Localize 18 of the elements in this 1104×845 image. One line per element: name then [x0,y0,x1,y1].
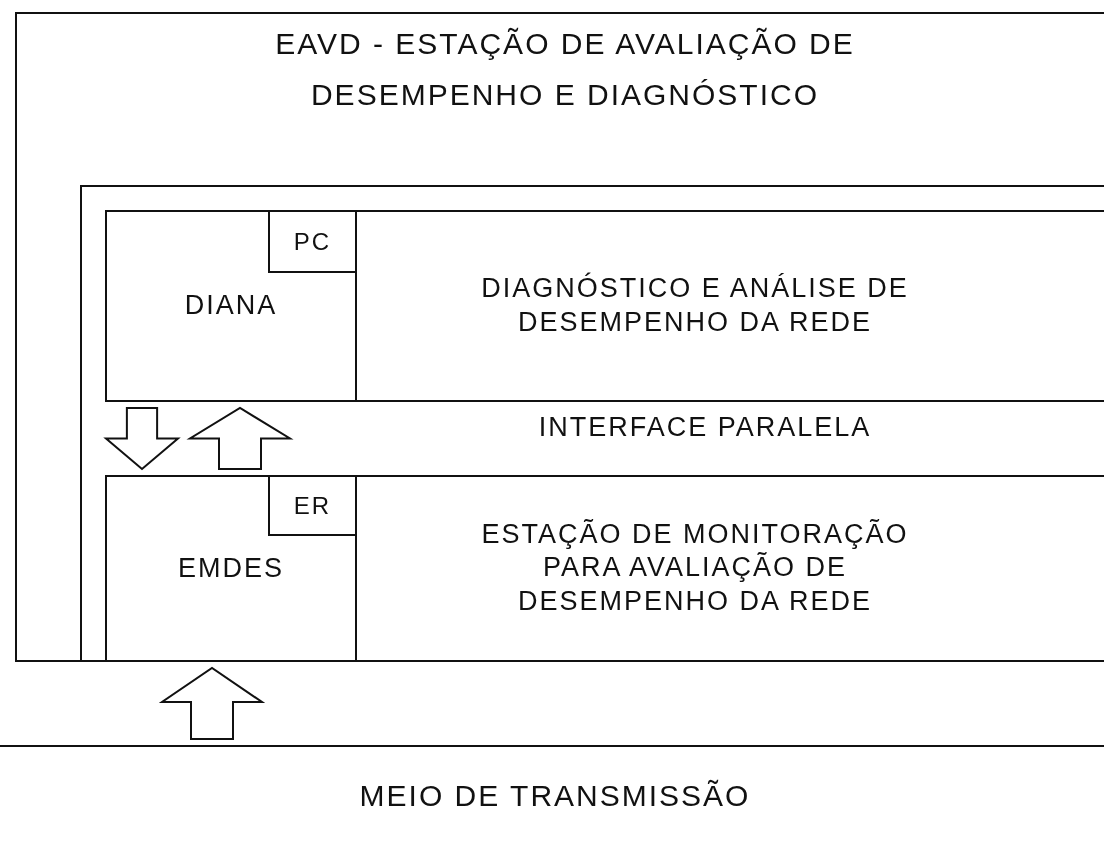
function-box [355,210,1104,402]
station-frame [15,12,1104,662]
module-box [105,475,357,662]
block-arrow [186,406,294,470]
tag-box [268,210,357,273]
node-label: DIANA [183,289,279,323]
interface-label: INTERFACE PARALELA [537,412,873,443]
node-label: DIAGNÓSTICO E ANÁLISE DE DESEMPENHO DA REDE [480,272,910,339]
node-label: ER [292,490,333,521]
node-label: PC [292,226,333,257]
block-arrow [158,666,266,740]
node-label: EAVD - ESTAÇÃO DE AVALIAÇÃO DE DESEMPENHO E DIAGNÓSTICO [274,26,856,113]
node-label: EMDES [177,551,285,585]
node-label: ESTAÇÃO DE MONITORAÇÃO PARA AVALIAÇÃO DE DESEMPENHO DA REDE [480,517,910,619]
block-arrow [103,407,181,471]
module-box [105,210,357,402]
node-label: MEIO DE TRANSMISSÃO [358,778,752,814]
tag-box [268,475,357,536]
